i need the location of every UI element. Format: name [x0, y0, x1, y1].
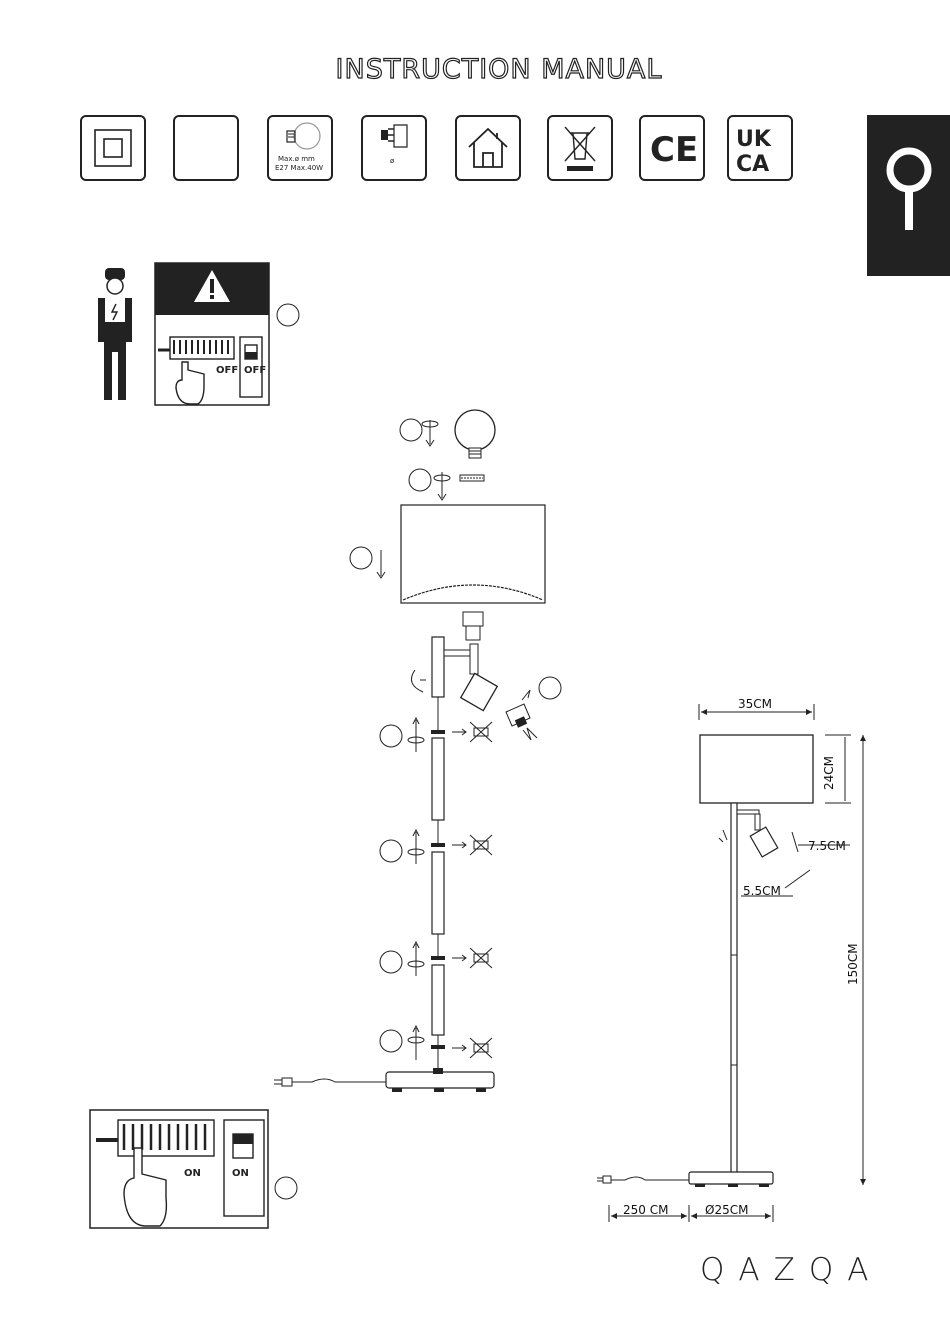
- spotlight-head: [461, 673, 498, 710]
- ce-mark-icon: CE: [639, 115, 705, 181]
- manual-title: INSTRUCTION MANUAL: [0, 54, 950, 85]
- on-label-right: ON: [232, 1168, 249, 1179]
- spot-bulb-icon: ø: [361, 115, 427, 181]
- brand-wordmark: QAZQA: [700, 1252, 882, 1288]
- dim-cable-length: 250 CM: [623, 1203, 668, 1217]
- globe-bulb-icon: [455, 410, 495, 458]
- on-label-left: ON: [184, 1168, 201, 1179]
- off-label-right: OFF: [244, 365, 266, 376]
- ukca-mark-icon: UK CA: [727, 115, 793, 181]
- spot-spec-line1: ø: [390, 157, 395, 165]
- dimension-drawing: 35CM 24CM 150CM 7.5CM 5.5CM 250 CM Ø25CM: [595, 690, 880, 1230]
- dim-shade-width: 35CM: [738, 697, 772, 711]
- assembly-diagram: [270, 400, 570, 1100]
- lamp-base: [386, 1072, 494, 1088]
- ce-mark-text: CE: [650, 130, 698, 170]
- switch-on-panel: ON ON: [88, 1108, 303, 1230]
- double-insulation-icon: [80, 115, 146, 181]
- blank-icon: [173, 115, 239, 181]
- step-circle-1: [276, 303, 300, 327]
- electrician-figure-icon: [98, 268, 132, 400]
- indoor-use-icon: [455, 115, 521, 181]
- bulb-spec-line2: E27 Max.40W: [275, 164, 323, 172]
- dim-base-diameter: Ø25CM: [705, 1203, 748, 1217]
- switch-off-panel: OFF OFF: [90, 262, 310, 410]
- pole-segments: [431, 697, 445, 1068]
- bulb-spec-line1: Max.ø mm: [278, 155, 315, 163]
- weee-bin-icon: [547, 115, 613, 181]
- dim-spot-length: 7.5CM: [808, 839, 846, 853]
- bulb-spec-icon: Max.ø mm E27 Max.40W: [267, 115, 333, 181]
- lamp-shade: [401, 505, 545, 603]
- ukca-line1: UK: [736, 127, 772, 152]
- ukca-line2: CA: [736, 152, 769, 177]
- dim-spot-diameter: 5.5CM: [743, 884, 781, 898]
- dim-total-height: 150CM: [846, 943, 860, 985]
- step-circle-final: [274, 1176, 298, 1200]
- dim-shade-height: 24CM: [822, 756, 836, 790]
- brand-tab: [867, 115, 950, 276]
- off-label-left: OFF: [216, 365, 238, 376]
- plug-icon: [282, 1078, 292, 1086]
